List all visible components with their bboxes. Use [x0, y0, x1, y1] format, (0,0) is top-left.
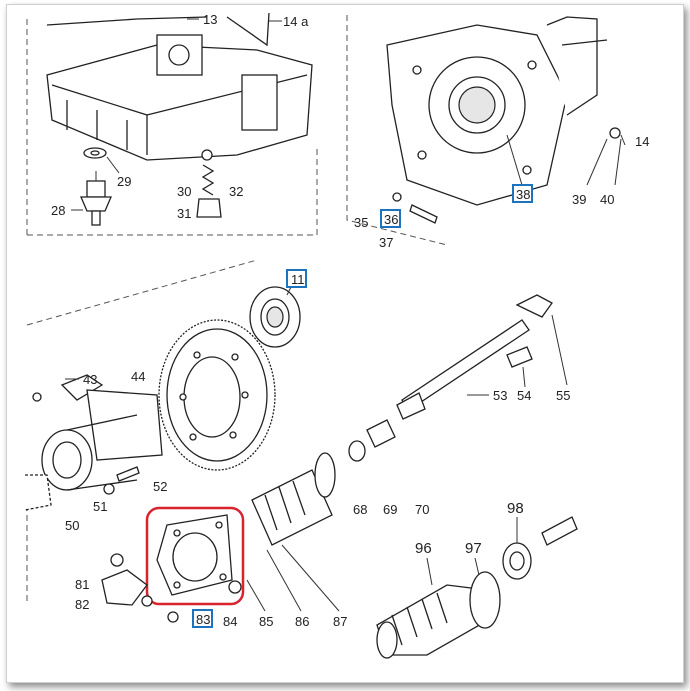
gear-50: [24, 474, 52, 511]
nut-83-84-85: [167, 580, 242, 623]
yoke-81-82: [101, 553, 153, 607]
label-70: 70: [415, 502, 429, 517]
label-82: 82: [75, 597, 89, 612]
label-37: 37: [379, 235, 393, 250]
label-51: 51: [93, 499, 107, 514]
label-43: 43: [83, 372, 97, 387]
label-55: 55: [556, 388, 570, 403]
label-84: 84: [223, 614, 237, 629]
label-29: 29: [117, 174, 131, 189]
callout-box-36: [380, 209, 401, 228]
nut-69: [348, 440, 366, 462]
seal-98: [502, 516, 578, 580]
highlight-box: [145, 506, 245, 606]
top-right-section-border: [346, 15, 448, 246]
sensor-28: [80, 171, 112, 226]
bolt-36-37: [392, 192, 438, 224]
label-52: 52: [153, 479, 167, 494]
gearbox-casing: [46, 12, 313, 161]
plug-14-39-40: [586, 127, 626, 186]
label-40: 40: [600, 192, 614, 207]
label-28: 28: [51, 203, 65, 218]
callout-38: 38: [516, 187, 530, 202]
ring-97: [469, 571, 501, 629]
label-85: 85: [259, 614, 273, 629]
shaft-53: [396, 294, 553, 420]
label-14: 14: [635, 134, 649, 149]
label-98: 98: [507, 500, 524, 517]
label-86: 86: [295, 614, 309, 629]
exploded-parts-diagram: 13 14 a 29 28 30 31 32 38: [24, 12, 649, 659]
differential-43: [32, 374, 163, 491]
bearing-11: [249, 286, 301, 348]
label-32: 32: [229, 184, 243, 199]
callout-83: 83: [196, 612, 210, 627]
label-97: 97: [465, 540, 482, 557]
label-35: 35: [354, 215, 368, 230]
label-39: 39: [572, 192, 586, 207]
label-96: 96: [415, 540, 432, 557]
top-left-section-border: [26, 15, 318, 236]
label-13: 13: [203, 12, 217, 27]
callout-11: 11: [291, 272, 305, 287]
spring-plunger-30-31-32: [196, 149, 222, 218]
callout-box-83: [192, 609, 213, 628]
label-50: 50: [65, 518, 79, 533]
flange-plate: [156, 514, 233, 596]
label-87: 87: [333, 614, 347, 629]
label-30: 30: [177, 184, 191, 199]
label-31: 31: [177, 206, 191, 221]
label-14a: 14 a: [283, 14, 309, 29]
sleeve-70: [366, 419, 396, 448]
callout-box-38: [512, 184, 533, 203]
washer-29: [83, 147, 107, 159]
label-44: 44: [131, 369, 145, 384]
ring-gear-44: [158, 319, 276, 471]
label-81: 81: [75, 577, 89, 592]
label-53: 53: [493, 388, 507, 403]
bolt-51-52: [103, 466, 140, 495]
callout-box-11: [286, 269, 307, 288]
label-54: 54: [517, 388, 531, 403]
label-68: 68: [353, 502, 367, 517]
label-69: 69: [383, 502, 397, 517]
callout-36: 36: [384, 212, 398, 227]
diagram-frame: 13 14 a 29 28 30 31 32 38: [6, 4, 684, 683]
boot-68: [251, 452, 336, 546]
clutch-housing: [386, 16, 608, 206]
